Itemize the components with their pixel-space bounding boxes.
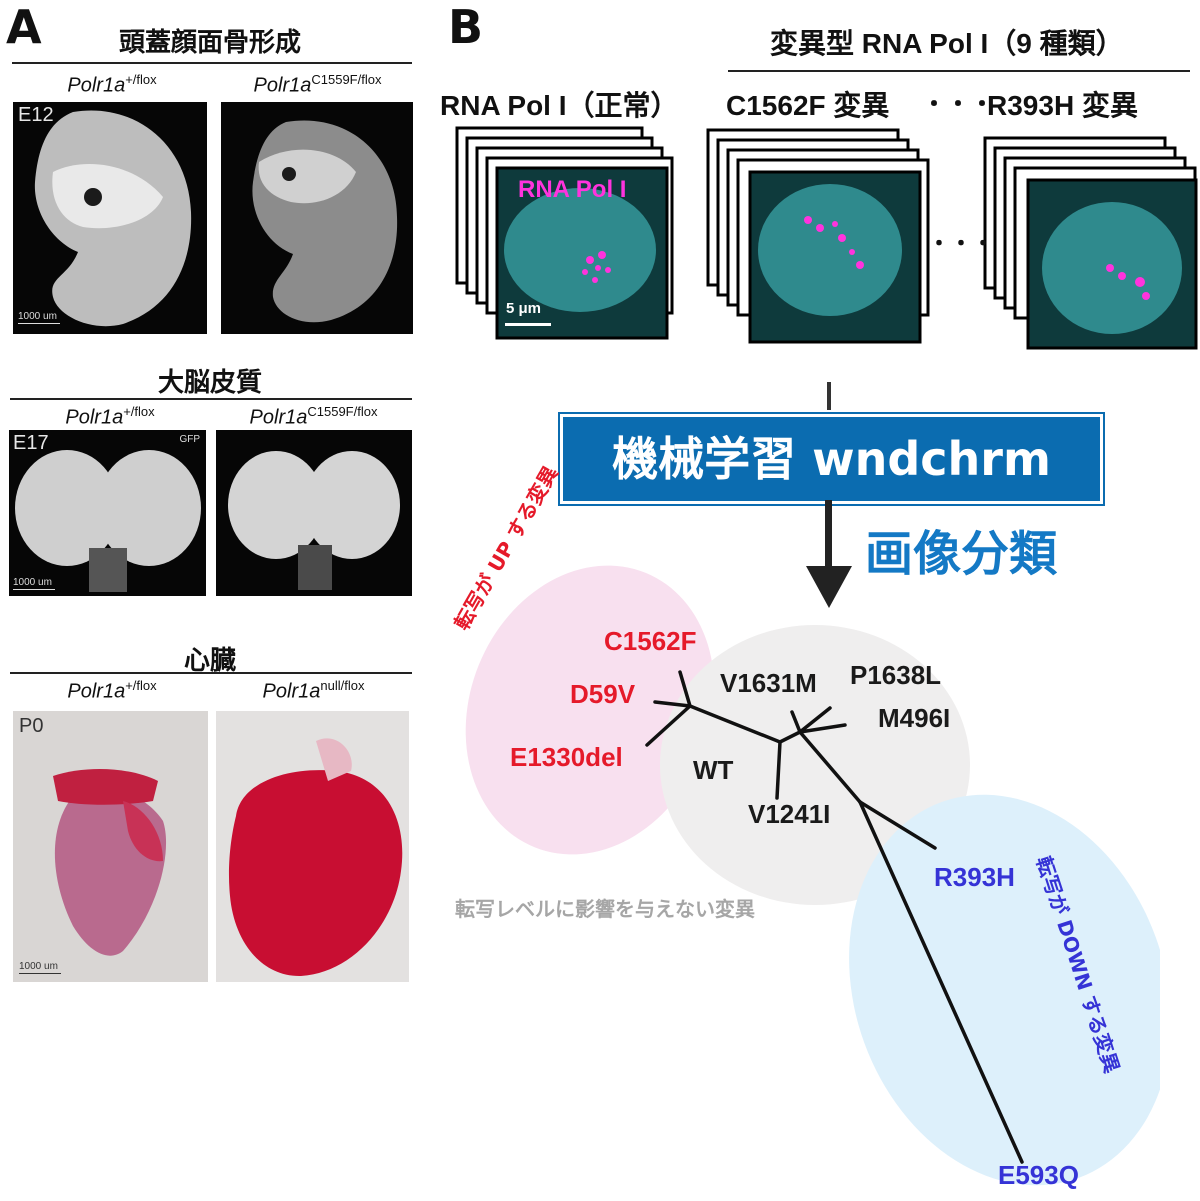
scale-bar bbox=[13, 589, 55, 590]
down-group-ellipse bbox=[849, 794, 1160, 1186]
stack-r393h bbox=[983, 136, 1198, 350]
leaf-e593q: E593Q bbox=[998, 1160, 1079, 1190]
cortex-genotype-left: Polr1a+/flox bbox=[65, 404, 155, 429]
gfp-label: GFP bbox=[179, 434, 200, 445]
neutral-group-label: 転写レベルに影響を与えない変異 bbox=[455, 897, 755, 921]
classification-label: 画像分類 bbox=[865, 526, 1058, 582]
classification-tree bbox=[465, 565, 1160, 1186]
scale-bar bbox=[18, 323, 60, 324]
cortex-title: 大脳皮質 bbox=[157, 368, 262, 398]
panel-a-letter: A bbox=[6, 0, 42, 54]
connector-line bbox=[827, 382, 831, 410]
stage-label-e17: E17 bbox=[13, 432, 49, 454]
heart-photo-control: P0 1000 um bbox=[13, 711, 208, 982]
ml-wndchrm-box: 機械学習 wndchrm bbox=[558, 412, 1105, 506]
craniofacial-genotype-left: Polr1a+/flox bbox=[67, 72, 157, 97]
header-ellipsis: ・・・ bbox=[922, 91, 994, 118]
cortex-genotype-right: Polr1aC1559F/flox bbox=[249, 404, 378, 429]
leaf-r393h: R393H bbox=[934, 862, 1015, 892]
embryo-mutant-image bbox=[252, 120, 398, 323]
embryo-photo-mutant bbox=[221, 102, 413, 334]
scale-bar-label: 1000 um bbox=[18, 311, 57, 322]
leaf-v1241i: V1241I bbox=[748, 799, 831, 829]
c1562f-header-label: C1562F 変異 bbox=[726, 90, 890, 121]
stack-c1562f bbox=[706, 128, 930, 344]
cortex-mutant-image bbox=[228, 451, 400, 590]
down-arrow bbox=[806, 500, 852, 608]
mutant-header-rule bbox=[728, 70, 1190, 72]
leaf-v1631m: V1631M bbox=[720, 668, 817, 698]
cortex-photo-mutant bbox=[216, 430, 412, 596]
leaf-e1330del: E1330del bbox=[510, 742, 623, 772]
stack-ellipsis: ・・・ bbox=[928, 232, 995, 257]
panel-b-letter: B bbox=[448, 0, 484, 54]
scale-bar bbox=[505, 323, 551, 326]
heart-genotype-right: Polr1anull/flox bbox=[262, 678, 365, 703]
heart-control-image bbox=[53, 769, 167, 956]
heart-title: 心臓 bbox=[183, 646, 236, 676]
leaf-m496i: M496I bbox=[878, 703, 951, 733]
scale-bar-label: 1000 um bbox=[13, 577, 52, 588]
embryo-control-image bbox=[34, 110, 192, 327]
stack-normal bbox=[455, 126, 674, 340]
leaf-d59v: D59V bbox=[570, 679, 636, 709]
craniofacial-rule bbox=[12, 62, 412, 64]
tree-branches bbox=[645, 670, 1024, 1164]
leaf-c1562f: C1562F bbox=[604, 626, 697, 656]
heart-photo-mutant bbox=[216, 711, 409, 982]
cortex-photo-control: E17 GFP 1000 um bbox=[9, 430, 206, 596]
normal-pol-label: RNA Pol I（正常） bbox=[440, 90, 679, 121]
leaf-p1638l: P1638L bbox=[850, 660, 942, 690]
craniofacial-genotype-right: Polr1aC1559F/flox bbox=[253, 72, 382, 97]
stage-label-p0: P0 bbox=[19, 715, 44, 737]
neutral-group-ellipse bbox=[660, 625, 970, 905]
scale-bar-label: 1000 um bbox=[19, 961, 58, 972]
mutant-header: 変異型 RNA Pol I（9 種類） bbox=[770, 28, 1124, 59]
scale-bar bbox=[19, 973, 61, 974]
cortex-rule bbox=[10, 398, 412, 400]
r393h-header-label: R393H 変異 bbox=[987, 90, 1138, 121]
heart-genotype-left: Polr1a+/flox bbox=[67, 678, 157, 703]
up-group-ellipse bbox=[465, 565, 715, 855]
embryo-photo-control: E12 1000 um bbox=[13, 102, 207, 334]
image-stacks bbox=[455, 126, 1198, 350]
stage-label-e12: E12 bbox=[18, 104, 54, 126]
heart-mutant-image bbox=[228, 738, 403, 977]
pol-i-stain-label: RNA Pol I bbox=[518, 176, 627, 203]
scale-bar-label: 5 μm bbox=[506, 300, 542, 317]
craniofacial-title: 頭蓋顔面骨形成 bbox=[118, 28, 301, 58]
leaf-wt: WT bbox=[693, 755, 734, 785]
heart-rule bbox=[10, 672, 412, 674]
cortex-control-image bbox=[15, 450, 201, 592]
